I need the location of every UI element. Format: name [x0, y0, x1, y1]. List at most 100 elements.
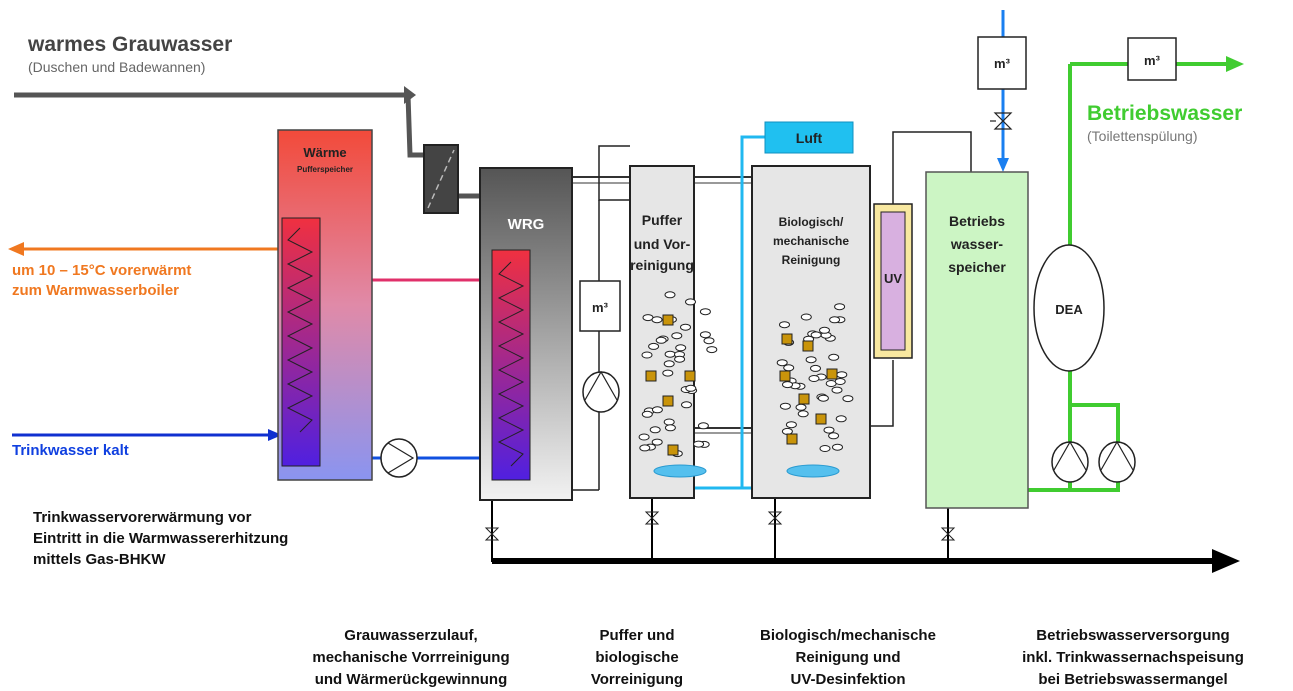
uv-unit-lamp: [880, 211, 906, 351]
buffer-label-1: Puffer: [642, 212, 683, 228]
service-water-subtitle: (Toilettenspülung): [1087, 128, 1198, 144]
caption-stage3-1: Biologisch/mechanische: [760, 627, 936, 644]
buffer-label-2: und Vor-: [634, 236, 691, 252]
media-bubble: [651, 316, 663, 324]
media-bubble: [800, 313, 812, 321]
media-cube: [815, 413, 827, 425]
media-bubble: [662, 369, 674, 377]
note-line-3: mittels Gas-BHKW: [33, 551, 166, 568]
media-bubble: [693, 440, 705, 448]
wrg-zigzag: [497, 261, 525, 467]
bio-to-uv-pipe: [870, 360, 894, 427]
media-cube: [786, 433, 798, 445]
pump-loop-pipe: [598, 145, 630, 201]
cold-water-arrow: [268, 429, 282, 441]
media-bubble: [817, 394, 829, 402]
media-bubble: [664, 424, 676, 432]
greywater-arrow: [404, 86, 416, 104]
booster-pump-2-symbol: [1100, 440, 1134, 471]
media-bubble: [828, 432, 840, 440]
media-bubble: [776, 359, 788, 367]
media-bubble: [641, 410, 653, 418]
service-water-title: Betriebswasser: [1087, 102, 1242, 125]
flow-meter-service: [1127, 37, 1177, 81]
media-bubble: [685, 298, 696, 306]
uv-to-storage-pipe: [892, 131, 972, 204]
booster-pump-1: [1051, 441, 1089, 483]
caption-stage3-3: UV-Desinfektion: [790, 671, 905, 688]
media-bubble: [706, 346, 718, 354]
caption-stage4-3: bei Betriebswassermangel: [1038, 671, 1227, 688]
media-bubble: [808, 375, 820, 382]
media-bubble: [703, 337, 715, 345]
pressure-booster-dea: [1033, 244, 1105, 372]
wrg-coil: [491, 249, 531, 481]
media-bubble: [835, 415, 847, 423]
heat-buffer-subtitle: Pufferspeicher: [297, 165, 353, 174]
media-bubble: [831, 386, 843, 394]
media-bubble: [685, 384, 697, 392]
media-bubble: [832, 443, 843, 451]
media-bubble: [699, 331, 711, 339]
greywater-subtitle: (Duschen und Badewannen): [28, 59, 205, 75]
service-water-arrow: [1226, 56, 1244, 72]
cold-water-label: Trinkwasser kalt: [12, 442, 129, 459]
caption-stage1-1: Grauwasserzulauf,: [344, 627, 477, 644]
flow-meter-buffer-label: m³: [592, 300, 609, 315]
bio-label-1: Biologisch/: [779, 215, 844, 229]
heat-buffer-title: Wärme: [303, 145, 346, 160]
media-cube: [684, 370, 696, 382]
booster-pump-1-symbol: [1053, 440, 1087, 471]
flow-meter-buffer: [579, 280, 621, 332]
storage-label-1: Betriebs: [949, 213, 1005, 229]
media-bubble: [680, 323, 691, 331]
heat-buffer-zigzag: [286, 227, 314, 433]
preheated-water-arrow: [8, 242, 24, 256]
media-bubble: [663, 360, 675, 368]
media-bubble: [805, 356, 817, 364]
media-bubble: [699, 308, 711, 316]
media-bubble: [639, 444, 651, 452]
buffer-media: [638, 291, 718, 458]
media-cube: [645, 370, 657, 382]
media-cube: [779, 370, 791, 382]
media-bubble: [779, 402, 791, 410]
booster-pump-2: [1098, 441, 1136, 483]
media-bubble: [823, 426, 835, 434]
greywater-title: warmes Grauwasser: [27, 33, 232, 56]
media-bubble: [641, 351, 653, 359]
flow-meter-service-label: m³: [1144, 53, 1161, 68]
bio-label-3: Reinigung: [782, 253, 841, 267]
media-bubble: [779, 321, 790, 329]
caption-stage2-3: Vorreinigung: [591, 671, 683, 688]
note-line-2: Eintritt in die Warmwassererhitzung: [33, 530, 288, 547]
media-bubble: [836, 371, 848, 379]
pump-heat-loop: [380, 438, 418, 478]
media-bubble: [782, 381, 793, 389]
media-bubble: [655, 336, 667, 344]
media-bubble: [828, 353, 840, 361]
media-bubble: [829, 316, 841, 324]
media-bubble: [651, 438, 663, 446]
media-bubble: [819, 445, 831, 452]
media-bubble: [664, 350, 676, 358]
drain-arrow: [1212, 549, 1240, 573]
caption-stage2-1: Puffer und: [600, 627, 675, 644]
caption-stage4-2: inkl. Trinkwassernachspeisung: [1022, 649, 1244, 666]
air-supply-box: [764, 121, 854, 154]
media-cube: [798, 393, 810, 405]
service-water-storage: [925, 171, 1029, 509]
media-bubble: [810, 331, 822, 339]
flow-meter-makeup-label: m³: [994, 56, 1011, 71]
media-bubble: [664, 291, 676, 299]
bio-aerator: [786, 464, 840, 478]
media-cube: [802, 340, 814, 352]
media-bubble: [834, 303, 846, 311]
media-cube: [662, 314, 674, 326]
media-bubble: [674, 355, 686, 363]
dea-label: DEA: [1055, 302, 1083, 317]
greywater-inlet-pipe: [14, 92, 432, 158]
media-cube: [781, 333, 793, 345]
media-bubble: [797, 410, 809, 418]
